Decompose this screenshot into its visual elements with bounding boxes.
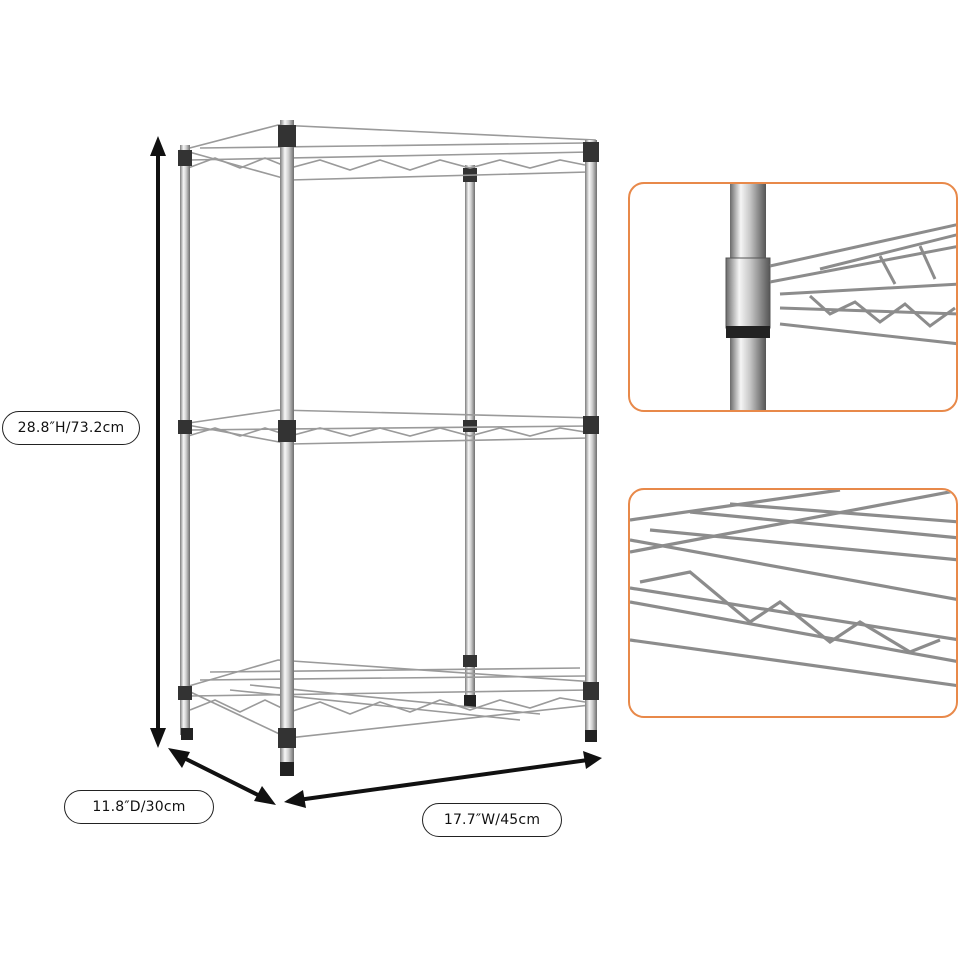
pole-connector-illustration <box>725 184 956 410</box>
front-pole-center <box>278 120 296 776</box>
middle-shelf <box>181 409 597 445</box>
bottom-shelf <box>179 659 596 739</box>
height-label: 28.8″H/73.2cm <box>2 411 140 445</box>
front-pole-left <box>178 145 193 740</box>
wire-shelf-detail <box>628 488 958 718</box>
top-shelf <box>178 124 596 181</box>
width-label: 17.7″W/45cm <box>422 803 562 837</box>
front-pole-right <box>583 140 599 742</box>
pole-connector-detail <box>628 182 958 412</box>
depth-label: 11.8″D/30cm <box>64 790 214 824</box>
back-pole-left <box>463 165 477 707</box>
wire-shelf-illustration <box>630 490 956 688</box>
width-arrow <box>284 751 602 808</box>
height-arrow <box>150 136 166 748</box>
depth-arrow <box>168 748 276 805</box>
